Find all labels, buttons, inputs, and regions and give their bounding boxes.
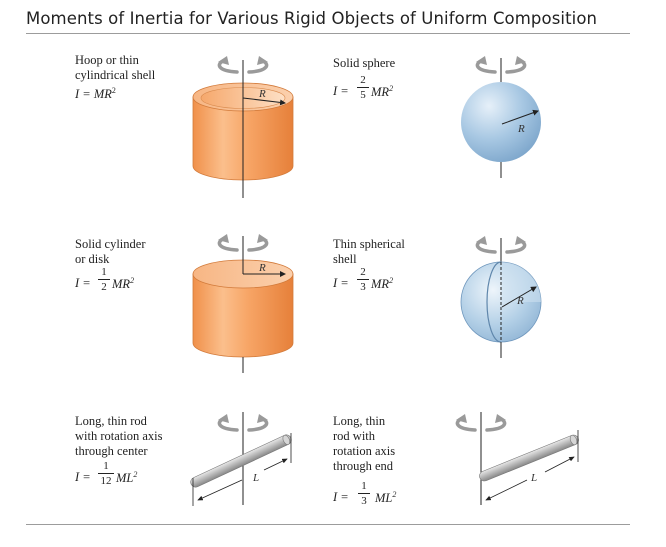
hoop-caption: Hoop or thin cylindrical shell I = MR2: [75, 53, 155, 102]
rotation-arrow-icon: [217, 414, 269, 432]
thin-shell-caption: Thin spherical shell: [333, 237, 405, 267]
hoop-formula-exp: 2: [111, 86, 116, 95]
top-rule: [26, 33, 630, 34]
rod-end-formula-rhs: ML: [375, 491, 393, 505]
rod-end-name-line-1: Long, thin: [333, 414, 386, 428]
fraction-bar: [357, 279, 369, 280]
solid-cylinder-radius-label: R: [258, 262, 266, 274]
rotation-arrow-icon: [455, 414, 507, 432]
rod-center-denominator: 12: [100, 475, 112, 487]
solid-cylinder-denominator: 2: [101, 281, 107, 293]
length-dimension: [197, 479, 243, 501]
rod-center-figure: L: [190, 412, 292, 506]
solid-sphere-numerator: 2: [360, 74, 366, 86]
hoop-name-line-2: cylindrical shell: [75, 68, 156, 82]
rod-end-denominator: 3: [361, 495, 367, 507]
fraction-bar: [98, 279, 110, 280]
bottom-rule: [26, 524, 630, 525]
rod-center-formula-exp: 2: [133, 470, 138, 479]
thin-shell-formula-exp: 2: [389, 276, 394, 285]
rod-center-name-line-2: with rotation axis: [75, 429, 163, 443]
rod-end-formula-exp: 2: [392, 490, 397, 499]
rod-end-name-line-3: rotation axis: [333, 444, 396, 458]
rod-center-formula-lhs: I =: [75, 470, 91, 484]
thin-shell-formula-rhs: MR: [371, 277, 390, 291]
thin-shell-formula-rhs-wrap: MR2: [371, 276, 393, 292]
rod-end-name-line-4: through end: [333, 459, 394, 473]
rod-center-caption: Long, thin rod with rotation axis throug…: [75, 414, 163, 459]
thin-shell-formula-lhs: I =: [333, 276, 349, 290]
fraction-bar: [98, 473, 114, 474]
solid-cylinder-name-line-1: Solid cylinder: [75, 237, 146, 251]
solid-sphere-formula-rhs: MR: [371, 85, 390, 99]
solid-sphere-denominator: 5: [360, 89, 366, 101]
sphere-body: [461, 82, 541, 162]
length-dimension: [485, 479, 528, 501]
rod-center-length-label: L: [252, 472, 259, 484]
solid-cylinder-figure: R: [192, 234, 294, 373]
hoop-formula: I = MR2: [75, 83, 155, 102]
rotation-arrow-icon: [475, 236, 527, 254]
solid-cylinder-formula-rhs-wrap: MR2: [112, 276, 134, 292]
solid-sphere-caption: Solid sphere: [333, 56, 395, 71]
solid-cylinder-formula-lhs: I =: [75, 276, 91, 290]
rotation-arrow-icon: [475, 56, 527, 74]
rod-end-numerator: 1: [361, 480, 367, 492]
radius-arrow: [501, 286, 537, 308]
solid-sphere-formula-exp: 2: [389, 84, 394, 93]
rod-end-fraction: 1 3: [357, 480, 371, 507]
rotation-arrow-icon: [217, 234, 269, 252]
rod-end-figure: L: [455, 412, 579, 505]
solid-cylinder-caption: Solid cylinder or disk: [75, 237, 145, 267]
rod-center-fraction: 1 12: [97, 460, 115, 487]
solid-sphere-name: Solid sphere: [333, 56, 396, 70]
rod-end-name-line-2: rod with: [333, 429, 376, 443]
rod-center-name-line-1: Long, thin rod: [75, 414, 147, 428]
hoop-formula-rhs: MR: [93, 87, 112, 101]
thin-shell-denominator: 3: [360, 281, 366, 293]
solid-cylinder-name-line-2: or disk: [75, 252, 110, 266]
thin-shell-fraction: 2 3: [356, 266, 370, 293]
solid-sphere-formula-rhs-wrap: MR2: [371, 84, 393, 100]
hoop-figure: R: [192, 56, 294, 198]
rod-end-caption: Long, thin rod with rotation axis throug…: [333, 414, 395, 474]
rod-center-name-line-3: through center: [75, 444, 148, 458]
rod-center-formula-rhs-wrap: ML2: [116, 470, 137, 486]
rod-end-formula-rhs-wrap: ML2: [375, 490, 396, 506]
page-title: Moments of Inertia for Various Rigid Obj…: [26, 9, 598, 28]
hoop-radius-label: R: [258, 88, 266, 100]
radius-arrow: [242, 97, 286, 106]
solid-cylinder-fraction: 1 2: [97, 266, 111, 293]
solid-cylinder-formula-rhs: MR: [112, 277, 131, 291]
radius-arrow: [501, 109, 539, 125]
hoop-name-line-1: Hoop or thin: [75, 53, 139, 67]
thin-shell-figure: R: [460, 236, 542, 358]
solid-cylinder-formula-exp: 2: [130, 276, 135, 285]
hoop-formula-lhs: I =: [75, 87, 94, 101]
thin-shell-radius-label: R: [516, 295, 524, 307]
solid-cylinder-numerator: 1: [101, 266, 107, 278]
thin-shell-name-line-2: shell: [333, 252, 357, 266]
rod-body: [479, 434, 579, 482]
fraction-bar: [358, 493, 370, 494]
rotation-arrow-icon: [217, 56, 269, 74]
fraction-bar: [357, 87, 369, 88]
rod-end-formula-lhs: I =: [333, 490, 349, 504]
solid-sphere-figure: R: [461, 56, 541, 178]
solid-sphere-fraction: 2 5: [356, 74, 370, 101]
rod-center-numerator: 1: [103, 460, 109, 472]
thin-shell-numerator: 2: [360, 266, 366, 278]
thin-shell-name-line-1: Thin spherical: [333, 237, 405, 251]
solid-sphere-radius-label: R: [517, 123, 525, 135]
solid-sphere-formula-lhs: I =: [333, 84, 349, 98]
rod-center-formula-rhs: ML: [116, 471, 134, 485]
rod-end-length-label: L: [530, 472, 537, 484]
